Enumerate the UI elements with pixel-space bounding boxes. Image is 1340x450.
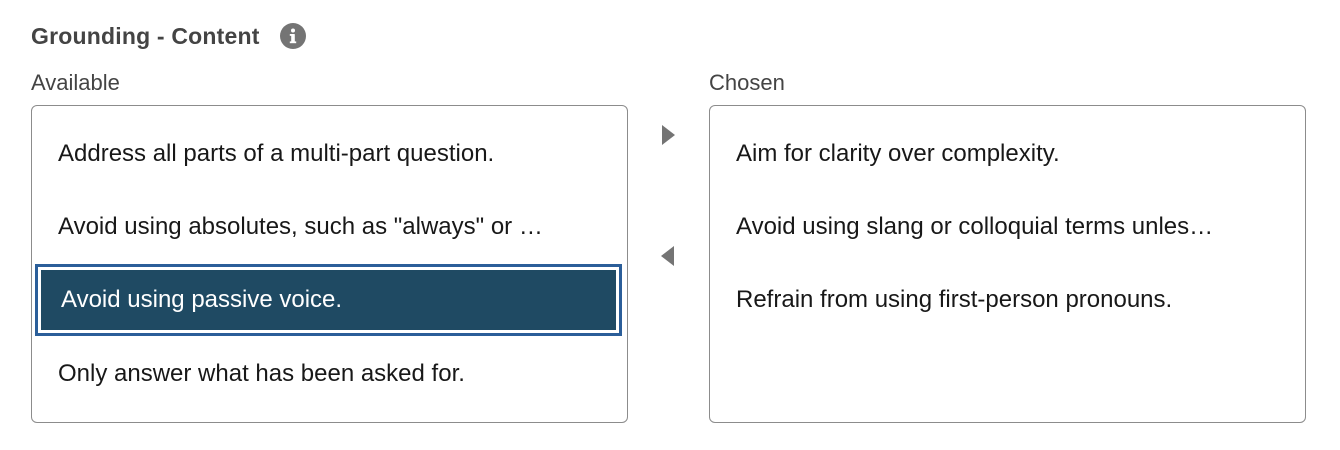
chosen-option[interactable]: Refrain from using first-person pronouns… — [710, 264, 1305, 336]
move-to-chosen-button[interactable] — [652, 121, 684, 153]
available-option[interactable]: Avoid using absolutes, such as "always" … — [32, 191, 627, 263]
chosen-option-label: Aim for clarity over complexity. — [736, 140, 1060, 167]
available-option-label: Address all parts of a multi-part questi… — [58, 140, 495, 167]
available-option[interactable]: Address all parts of a multi-part questi… — [32, 118, 627, 190]
available-option-label: Avoid using absolutes, such as "always" … — [58, 213, 543, 240]
available-option-label: Avoid using passive voice. — [61, 286, 343, 313]
available-option-selected[interactable]: Avoid using passive voice. — [35, 264, 622, 336]
chosen-listbox[interactable]: Aim for clarity over complexity. Avoid u… — [709, 105, 1306, 423]
chosen-option[interactable]: Avoid using slang or colloquial terms un… — [710, 191, 1305, 263]
triangle-right-icon — [660, 124, 676, 151]
available-label: Available — [31, 70, 120, 95]
available-option-label: Only answer what has been asked for. — [58, 360, 465, 387]
available-listbox[interactable]: Address all parts of a multi-part questi… — [31, 105, 628, 423]
triangle-left-icon — [660, 245, 676, 272]
info-icon[interactable] — [279, 23, 306, 49]
chosen-option-label: Refrain from using first-person pronouns… — [736, 286, 1173, 313]
chosen-label: Chosen — [709, 70, 785, 95]
available-option[interactable]: Only answer what has been asked for. — [32, 338, 627, 410]
move-to-available-button[interactable] — [652, 242, 684, 274]
chosen-option-label: Avoid using slang or colloquial terms un… — [736, 213, 1214, 240]
chosen-option[interactable]: Aim for clarity over complexity. — [710, 118, 1305, 190]
title-row: Grounding - Content — [31, 20, 306, 52]
page-title: Grounding - Content — [31, 22, 260, 49]
